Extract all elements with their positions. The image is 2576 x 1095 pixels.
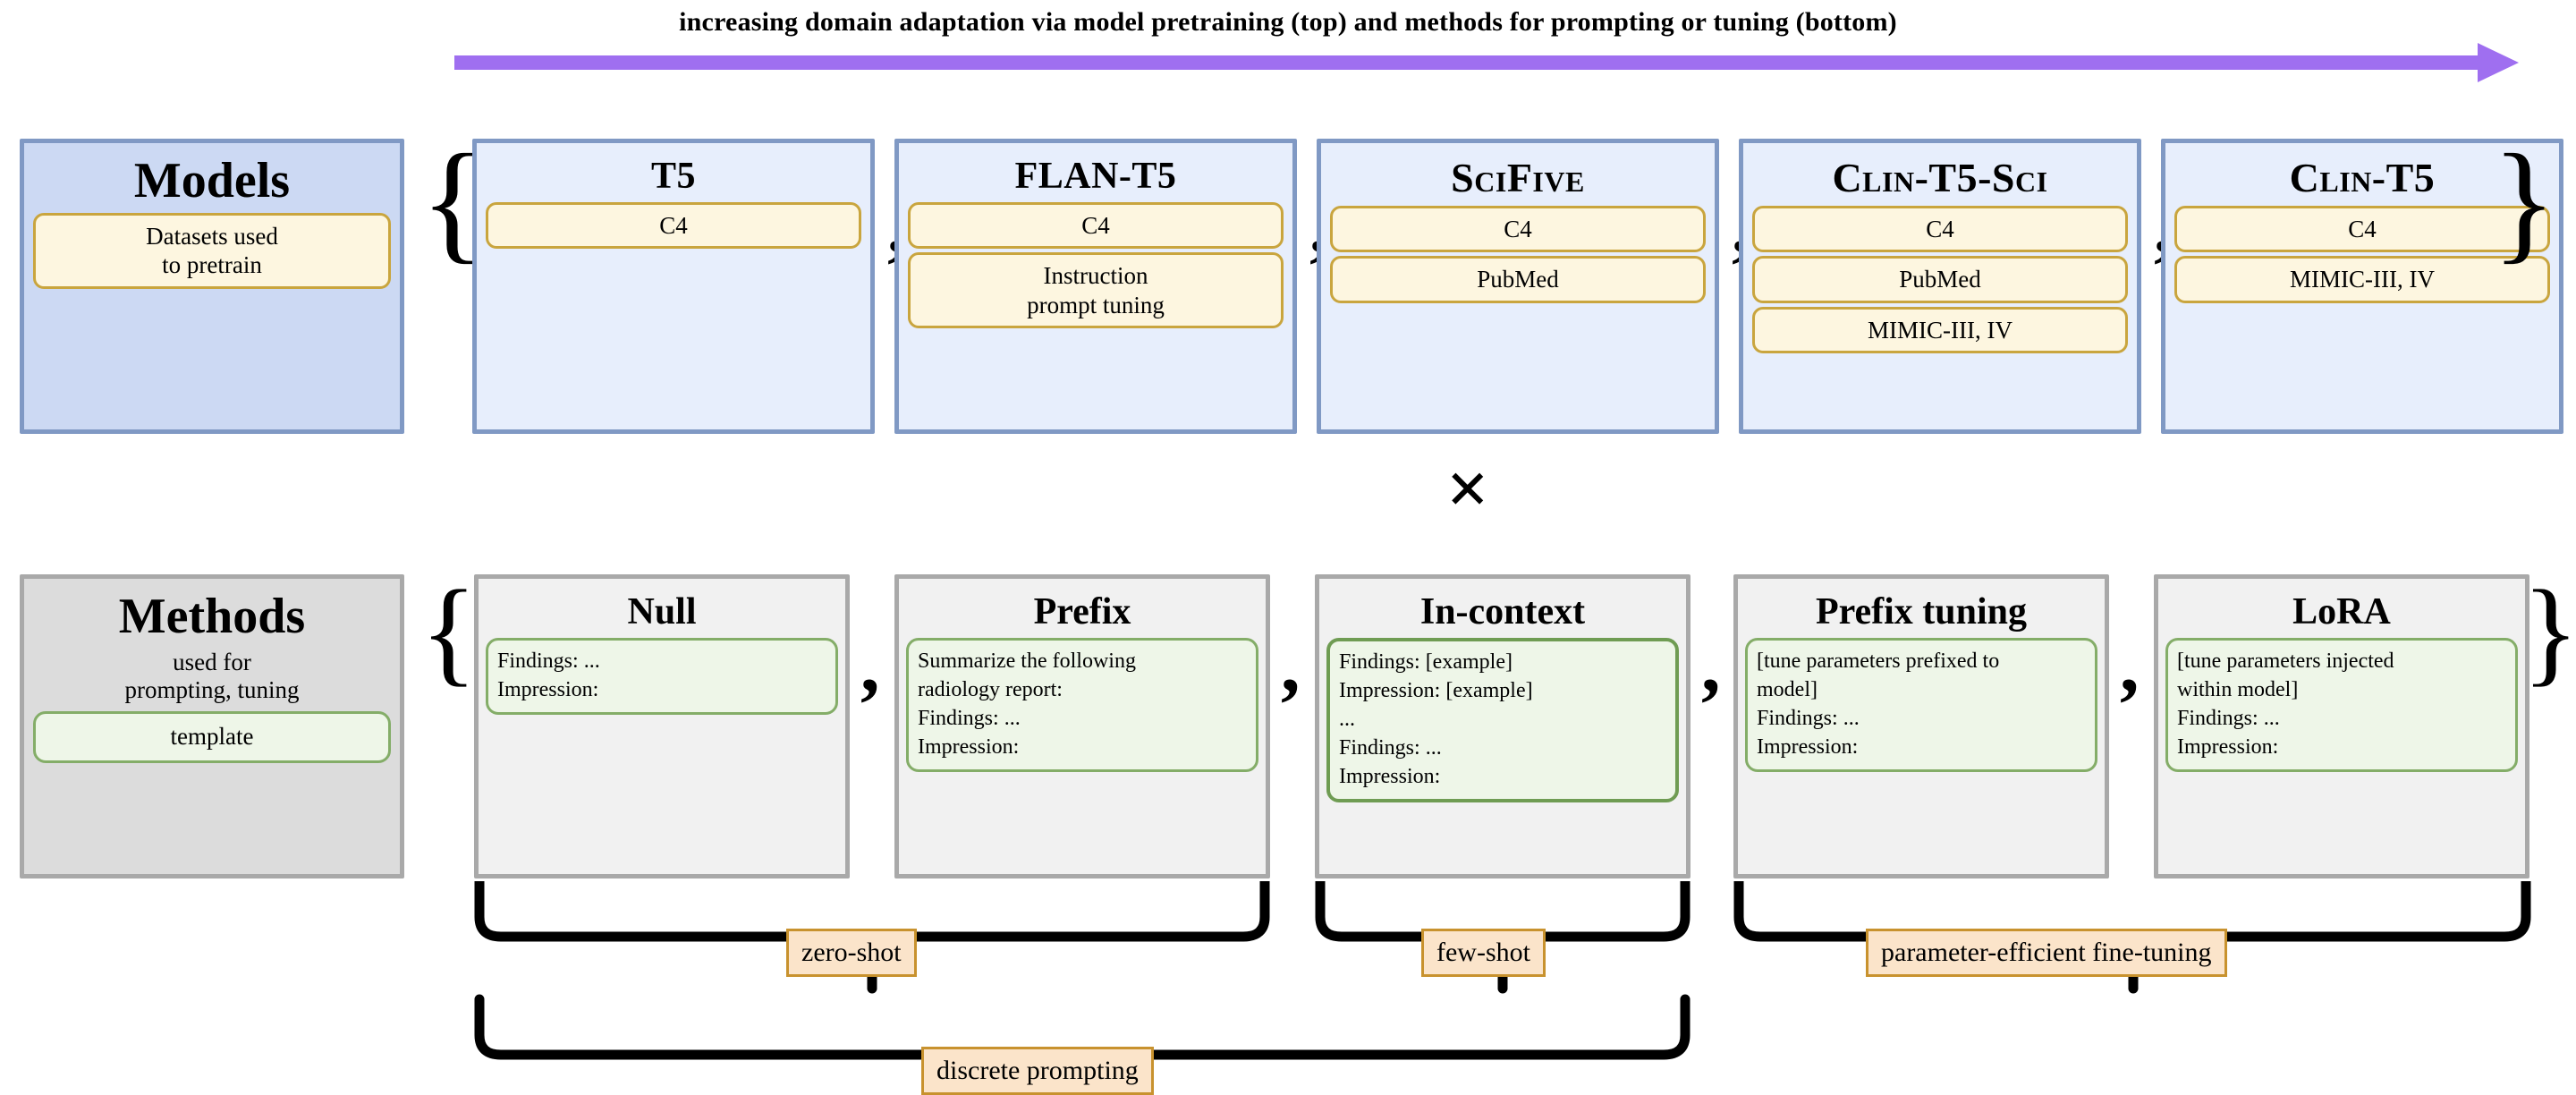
bracket-label-few-shot-text: few-shot — [1436, 938, 1530, 967]
model-name-t5: T5 — [650, 156, 696, 197]
model-box-clin-t5-sci[interactable]: Clin-T5-Sci C4 PubMed MIMIC-III, IV — [1739, 139, 2141, 434]
method-box-in-context[interactable]: In-context Findings: [example] Impressio… — [1315, 574, 1690, 879]
method-name-prefix: Prefix — [1033, 591, 1131, 632]
progression-arrow-shaft — [454, 55, 2485, 70]
method-box-null[interactable]: Null Findings: ... Impression: — [474, 574, 850, 879]
separator-comma: , — [860, 622, 880, 708]
dataset-pill: Instruction prompt tuning — [908, 252, 1284, 329]
separator-comma: , — [1281, 622, 1301, 708]
bracket-label-peft: parameter-efficient fine-tuning — [1866, 929, 2227, 977]
dataset-pill: C4 — [908, 202, 1284, 250]
model-name-clin-t5: Clin-T5 — [2289, 155, 2436, 200]
method-box-prefix[interactable]: Prefix Summarize the following radiology… — [894, 574, 1270, 879]
methods-close-brace: } — [2522, 565, 2576, 697]
models-legend-title: Models — [133, 153, 291, 208]
method-name-lora: LoRA — [2292, 591, 2391, 632]
bracket-label-zero-shot-text: zero-shot — [801, 938, 902, 967]
dataset-pill: MIMIC-III, IV — [1752, 306, 2128, 354]
method-name-in-context: In-context — [1419, 591, 1586, 632]
progression-arrow-head — [2478, 43, 2519, 82]
dataset-pill: PubMed — [1752, 256, 2128, 303]
model-datasets-flan-t5: C4 Instruction prompt tuning — [899, 202, 1292, 329]
models-legend-pill-wrap: Datasets used to pretrain — [24, 213, 400, 289]
model-datasets-t5: C4 — [477, 202, 870, 250]
models-legend-box: Models Datasets used to pretrain — [20, 139, 404, 434]
method-template-null: Findings: ... Impression: — [486, 638, 838, 715]
models-close-brace: } — [2492, 127, 2556, 276]
model-name-flan-t5: FLAN-T5 — [1014, 156, 1177, 197]
separator-comma: , — [1701, 622, 1721, 708]
dataset-pill: MIMIC-III, IV — [2174, 256, 2550, 303]
cross-product-icon: × — [1446, 447, 1489, 531]
dataset-pill: C4 — [1752, 206, 2128, 253]
method-template-lora: [tune parameters injected within model] … — [2165, 638, 2518, 772]
bracket-label-peft-text: parameter-efficient fine-tuning — [1881, 938, 2212, 967]
model-name-clin-t5-sci: Clin-T5-Sci — [1832, 155, 2048, 200]
method-template-prefix: Summarize the following radiology report… — [906, 638, 1258, 772]
dataset-pill: C4 — [486, 202, 861, 250]
model-datasets-clin-t5: C4 MIMIC-III, IV — [2165, 206, 2559, 303]
methods-open-brace: { — [420, 565, 478, 697]
model-name-scifive: SciFive — [1451, 155, 1585, 200]
diagram-caption: increasing domain adaptation via model p… — [679, 7, 1897, 37]
dataset-pill: C4 — [1330, 206, 1706, 253]
method-name-prefix-tuning: Prefix tuning — [1815, 591, 2028, 632]
models-legend-pill: Datasets used to pretrain — [33, 213, 391, 289]
method-template-in-context: Findings: [example] Impression: [example… — [1326, 638, 1679, 802]
method-template-prefix-tuning: [tune parameters prefixed to model] Find… — [1745, 638, 2097, 772]
bottom-brackets-group — [0, 881, 2576, 1093]
model-box-scifive[interactable]: SciFive C4 PubMed — [1317, 139, 1719, 434]
model-datasets-scifive: C4 PubMed — [1321, 206, 1715, 303]
model-box-flan-t5[interactable]: FLAN-T5 C4 Instruction prompt tuning — [894, 139, 1297, 434]
method-box-prefix-tuning[interactable]: Prefix tuning [tune parameters prefixed … — [1733, 574, 2109, 879]
bracket-lines — [474, 881, 2531, 1093]
model-box-clin-t5[interactable]: Clin-T5 C4 MIMIC-III, IV — [2161, 139, 2563, 434]
methods-legend-box: Methods used for prompting, tuning templ… — [20, 574, 404, 879]
method-box-lora[interactable]: LoRA [tune parameters injected within mo… — [2154, 574, 2529, 879]
dataset-pill: PubMed — [1330, 256, 1706, 303]
bracket-label-discrete-prompting-text: discrete prompting — [936, 1056, 1139, 1085]
bracket-label-few-shot: few-shot — [1421, 929, 1546, 977]
bracket-label-zero-shot: zero-shot — [786, 929, 917, 977]
bracket-label-discrete-prompting: discrete prompting — [921, 1047, 1154, 1095]
model-datasets-clin-t5-sci: C4 PubMed MIMIC-III, IV — [1743, 206, 2137, 354]
model-box-t5[interactable]: T5 C4 — [472, 139, 875, 434]
method-name-null: Null — [627, 591, 697, 632]
separator-comma: , — [2120, 622, 2140, 708]
methods-legend-title: Methods — [118, 589, 306, 644]
dataset-pill: C4 — [2174, 206, 2550, 253]
methods-legend-pill: template — [33, 711, 391, 763]
methods-legend-subtitle: used for prompting, tuning — [124, 649, 300, 704]
